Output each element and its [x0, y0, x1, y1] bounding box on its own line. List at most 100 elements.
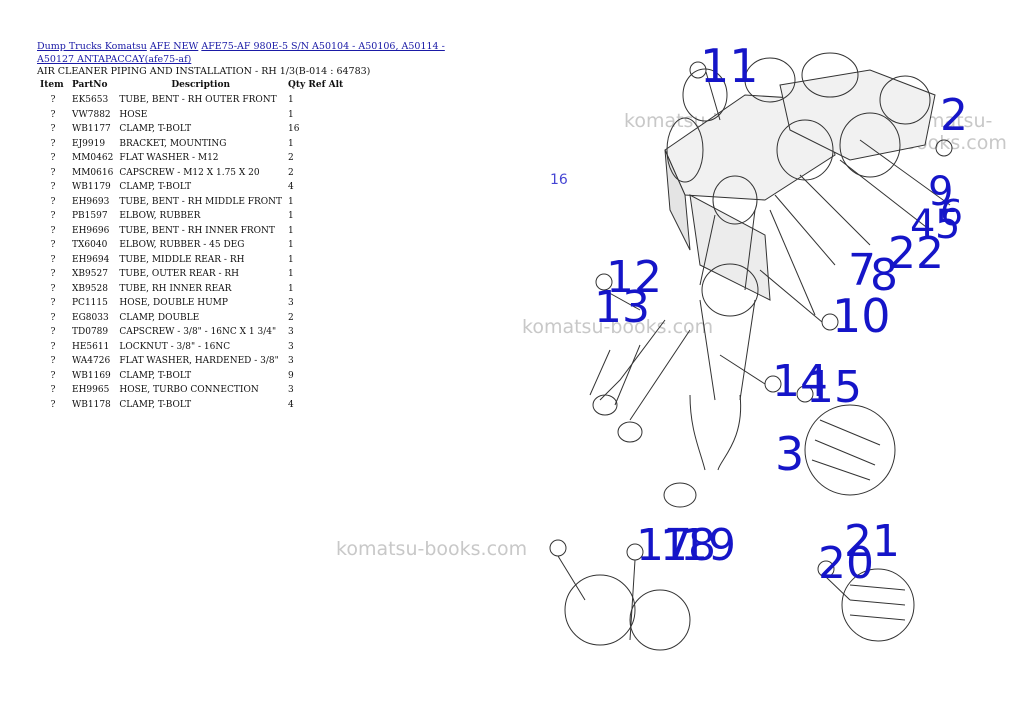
col-header-qty-label: Qty — [288, 80, 306, 90]
callout-6: 6 — [940, 193, 963, 234]
callout-11: 11 — [700, 39, 759, 93]
item-cell: ? — [50, 196, 56, 207]
description-cell: CAPSCREW - M12 X 1.75 X 20 — [119, 167, 260, 178]
callout-13: 13 — [594, 282, 650, 333]
qty-cell: 1 — [288, 254, 294, 265]
qty-cell: 1 — [288, 269, 294, 280]
qty-cell: 3 — [288, 385, 294, 396]
description-cell: BRACKET, MOUNTING — [119, 138, 227, 149]
col-header-qty: Qty Ref Alt — [285, 80, 346, 93]
item-cell: ? — [50, 298, 56, 309]
description-cell: HOSE, DOUBLE HUMP — [119, 298, 228, 309]
qty-cell: 2 — [288, 153, 294, 164]
qty-cell: 4 — [288, 182, 294, 193]
item-cell: ? — [50, 182, 56, 193]
partno-cell: TX6040 — [72, 240, 108, 251]
callout-21: 21 — [844, 516, 900, 567]
item-cell: ? — [50, 269, 56, 280]
partno-cell: EH9693 — [72, 196, 110, 207]
partno-cell: WA4726 — [72, 356, 111, 367]
qty-cell: 3 — [288, 327, 294, 338]
breadcrumb-link-dump-trucks[interactable]: Dump Trucks Komatsu — [37, 41, 147, 52]
item-cell: ? — [50, 211, 56, 222]
item-cell: ? — [50, 109, 56, 120]
callout-17: 17 — [636, 520, 692, 571]
partno-cell: TD0789 — [72, 327, 109, 338]
qty-cell: 4 — [288, 399, 294, 410]
col-header-alt-label: Alt — [328, 80, 344, 90]
qty-cell: 1 — [288, 225, 294, 236]
partno-cell: XB9528 — [72, 283, 108, 294]
callout-22: 22 — [888, 228, 944, 279]
partno-cell: EH9696 — [72, 225, 110, 236]
partno-cell: WB1179 — [72, 182, 111, 193]
qty-cell: 3 — [288, 298, 294, 309]
col-header-partno: PartNo — [72, 80, 108, 90]
description-cell: TUBE, MIDDLE REAR - RH — [119, 254, 245, 265]
partno-cell: EG8033 — [72, 312, 109, 323]
page-title: AIR CLEANER PIPING AND INSTALLATION - RH… — [37, 66, 371, 77]
callout-9: 9 — [928, 169, 953, 215]
qty-cell: 1 — [288, 196, 294, 207]
item-cell: ? — [50, 356, 56, 367]
qty-cell: 3 — [288, 341, 294, 352]
parts-table: Item PartNo Description Qty Ref Alt ? EK5… — [37, 80, 346, 412]
partno-cell: XB9527 — [72, 269, 108, 280]
callout-7: 7 — [848, 245, 876, 296]
callout-16: 16 — [550, 172, 568, 188]
table-row: ? MM0462 FLAT WASHER - M12 2 — [37, 151, 346, 166]
qty-cell: 9 — [288, 370, 294, 381]
partno-cell: MM0616 — [72, 167, 114, 178]
partno-cell: WB1169 — [72, 370, 111, 381]
qty-cell: 2 — [288, 167, 294, 178]
watermark: komatsu-books.com — [336, 538, 528, 560]
table-header-row: Item PartNo Description Qty Ref Alt — [37, 80, 346, 93]
description-cell: FLAT WASHER - M12 — [119, 153, 219, 164]
item-cell: ? — [50, 138, 56, 149]
callout-8: 8 — [870, 250, 898, 301]
qty-cell: 1 — [288, 283, 294, 294]
callout-3: 3 — [775, 427, 804, 481]
description-cell: HOSE — [119, 109, 148, 120]
breadcrumb: Dump Trucks Komatsu AFE NEW AFE75-AF 980… — [37, 40, 467, 66]
breadcrumb-link-afe-new[interactable]: AFE NEW — [149, 41, 199, 52]
item-cell: ? — [50, 124, 56, 135]
description-cell: ELBOW, RUBBER — [119, 211, 201, 222]
description-cell: CLAMP, T-BOLT — [119, 399, 192, 410]
col-header-description: Description — [171, 80, 231, 90]
description-cell: ELBOW, RUBBER - 45 DEG — [119, 240, 245, 251]
item-cell: ? — [50, 153, 56, 164]
item-cell: ? — [50, 327, 56, 338]
callout-19: 19 — [680, 520, 736, 571]
callout-14: 14 — [772, 356, 828, 407]
callout-2: 2 — [940, 90, 968, 141]
callout-10: 10 — [832, 289, 891, 343]
item-cell: ? — [50, 399, 56, 410]
qty-cell: 3 — [288, 356, 294, 367]
description-cell: CAPSCREW - 3/8" - 16NC X 1 3/4" — [119, 327, 277, 338]
partno-cell: EK5653 — [72, 95, 109, 106]
partno-cell: EH9694 — [72, 254, 110, 265]
qty-cell: 1 — [288, 109, 294, 120]
breadcrumb-link-model[interactable]: AFE75-AF 980E-5 S/N A50104 - A50106, A50… — [37, 41, 445, 65]
partno-cell: MM0462 — [72, 153, 114, 164]
item-cell: ? — [50, 341, 56, 352]
description-cell: HOSE, TURBO CONNECTION — [119, 385, 259, 396]
description-cell: LOCKNUT - 3/8" - 16NC — [119, 341, 231, 352]
callout-4: 4 — [910, 202, 935, 248]
description-cell: CLAMP, DOUBLE — [119, 312, 200, 323]
